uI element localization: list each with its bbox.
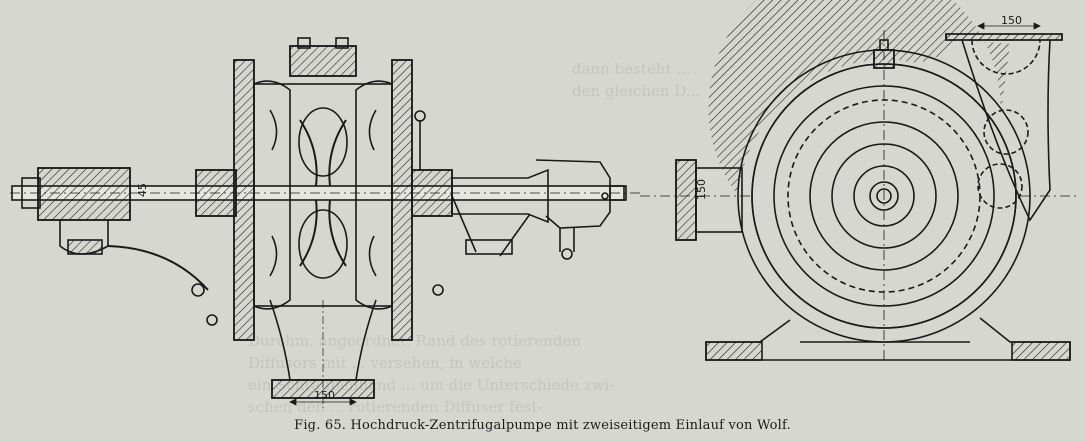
bottom-dimension-line [289,398,357,406]
pump-section-view [10,37,640,408]
base-foot [705,317,1071,361]
shaft [10,185,640,201]
suction-flange-dimension: 150 [695,179,708,200]
pump-casing [195,37,453,408]
volute-casing [708,0,1063,360]
right-bearing [451,159,627,260]
bottom-flange-dimension: 150 [314,389,335,402]
pump-end-view [640,0,1078,361]
figure-caption: Fig. 65. Hochdruck-Zentrifugalpumpe mit … [294,418,791,433]
top-dimension-line [977,22,1041,30]
left-bearing [21,167,209,297]
top-outlet-dimension: 150 [1001,14,1022,27]
shaft-diameter-label: 45 [136,183,149,197]
show-through-text-right: dann besteht ... den gleichen D... [572,60,701,100]
